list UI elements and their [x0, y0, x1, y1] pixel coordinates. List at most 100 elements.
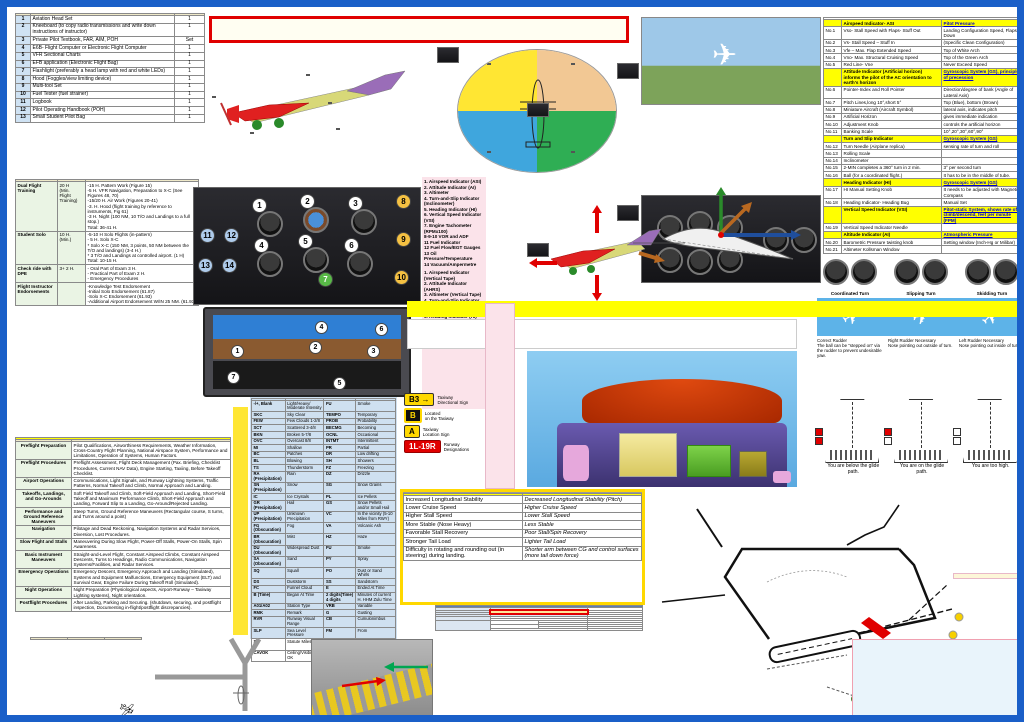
- airspace-section: [527, 351, 797, 487]
- metar-meaning2: In the vicinity (5-10 Miles from RWY): [354, 510, 397, 524]
- instrument-row: No.17 HI Manual Setting Knob It needs to…: [823, 185, 1017, 200]
- metar-abbr1: DU (Obscuration): [251, 544, 286, 557]
- vasi-caption: You are on the glide path.: [899, 463, 945, 475]
- cert-col3: [85, 179, 199, 182]
- vasi-row: You are below the glide path. You are on…: [815, 399, 1017, 475]
- instrument-row: No.21 Altimeter Kollsman Window: [823, 245, 1017, 254]
- yoke-photo-4: [617, 205, 639, 221]
- vasi-column: You are too high.: [952, 399, 1017, 475]
- metar-abbr1: SKC: [251, 411, 286, 419]
- gauge-number-badge: 5: [298, 234, 313, 249]
- instr-item: Artificial Horizon: [841, 112, 942, 122]
- metar-meaning2: Showers: [354, 457, 397, 466]
- metar-meaning1: Duststorm: [284, 578, 325, 586]
- metar-abbr2: VRB: [323, 602, 356, 611]
- item-no: 12: [15, 106, 31, 115]
- item-qty: 1: [174, 75, 205, 84]
- metar-meaning1: Runway Visual Range: [284, 615, 325, 629]
- instr-no: No.21: [823, 245, 842, 254]
- instr-item: Vfe – Max. Flap Extended Speed: [841, 46, 942, 55]
- instr-desc: sensing rate of turn and roll: [941, 142, 1017, 151]
- instr-desc: (Specific Clean Configuration): [941, 38, 1017, 48]
- instr-no: No.16: [823, 171, 842, 180]
- instr-no: No.19: [823, 223, 842, 232]
- metar-meaning2: Haze: [354, 533, 397, 546]
- metar-meaning1: Overcast 8/8: [284, 437, 325, 446]
- metar-meaning1: Sky Clear: [284, 411, 325, 419]
- cert-reqs: -5-10 H Solo Flights (in-pattern) - 5 H.…: [85, 230, 199, 266]
- class-a-dome: [582, 379, 782, 423]
- item-name: Hood (Foggles/view limiting device): [30, 75, 175, 84]
- metar-abbr1: FG (Obscuration): [251, 522, 286, 535]
- metar-meaning2: From: [354, 627, 397, 640]
- metar-abbr2: HZ: [323, 533, 356, 546]
- vasi-light-bottom: [952, 437, 961, 445]
- instr-desc: Top of White Arch: [941, 46, 1017, 55]
- metar-abbr2: PR: [323, 444, 356, 452]
- instr-item: 2-MIN completes a 360° turn in 2 min.: [841, 163, 942, 173]
- instr-item: Attitude Indicator (Artificial horizon) …: [841, 67, 942, 87]
- heading-gauge-icon: [922, 259, 948, 285]
- runway-crossing-photo: [311, 639, 433, 715]
- instr-desc: controls the artificial horizon: [941, 120, 1017, 129]
- instr-no: No.15: [823, 163, 842, 173]
- glass-item: 3. Altimeter (Vertical Tape): [424, 292, 482, 297]
- metar-meaning2: Low drifting: [354, 450, 397, 459]
- taxiway-sign: B3 →: [404, 393, 435, 406]
- metar-meaning1: Broken 5-7/8: [284, 431, 325, 439]
- instrument-row: Airspeed Indicator- ASI Pitot Pressure: [823, 18, 1017, 28]
- turn-column: Slipping Turn: [888, 258, 954, 296]
- acs-subject: Night Operations: [15, 585, 72, 600]
- metar-abbr2: BECMG: [323, 424, 356, 433]
- instr-desc: Never Exceed Speed: [941, 60, 1017, 69]
- metar-meaning1: Funnel Cloud: [284, 584, 325, 593]
- label-powerplant: [211, 95, 216, 98]
- instr-no: No.11: [823, 127, 842, 136]
- instr-desc: Pitot Pressure: [941, 18, 1017, 28]
- instr-desc: [941, 245, 1017, 254]
- cert-reqs: -15 H. Pattern Work (Figure 15) -5 H. VF…: [85, 181, 199, 232]
- metar-meaning1: Blowing: [284, 457, 325, 466]
- metar-meaning1: Remark: [284, 609, 325, 617]
- item-qty: 1: [174, 15, 205, 24]
- item-no: 11: [15, 98, 31, 107]
- lightgun-table: [30, 637, 142, 640]
- cg-aft: Shorter arm between CG and control surfa…: [522, 545, 642, 562]
- runway-centerline: [920, 402, 922, 448]
- traffic-pattern-section: [647, 487, 1017, 715]
- instr-item: Altimeter Kollsman Window: [841, 245, 942, 254]
- airfoil-diagram: [625, 181, 825, 287]
- cg-forward: More Stable (Nose Heavy): [403, 520, 523, 530]
- instr-no: No.18: [823, 198, 842, 207]
- acs-task: Emergency Descent, Emergency Approach an…: [71, 567, 231, 587]
- page-title: [209, 16, 629, 43]
- gauge-number-badge: 13: [198, 258, 213, 273]
- airfoil-section: [625, 167, 825, 301]
- metar-meaning2: Snow Grains: [354, 481, 397, 495]
- sign-desc: Taxiway Location Sign: [422, 426, 450, 437]
- instr-no: No.1: [823, 26, 842, 40]
- cert-training: Flight Instructor Endorsements: [15, 282, 58, 307]
- vasi-lights: [883, 427, 892, 446]
- instr-item: Vs- Stall Speed – Stuff In: [841, 38, 942, 48]
- gauge-number-badge: 11: [200, 228, 215, 243]
- instr-no: No.5: [823, 60, 842, 69]
- cg-aft: Higher Cruise Speed: [522, 503, 642, 513]
- item-qty: 1: [174, 67, 205, 76]
- metar-vertical-title: [233, 407, 248, 635]
- neutral-elevator-right: [570, 62, 575, 65]
- min-g3: [489, 628, 589, 631]
